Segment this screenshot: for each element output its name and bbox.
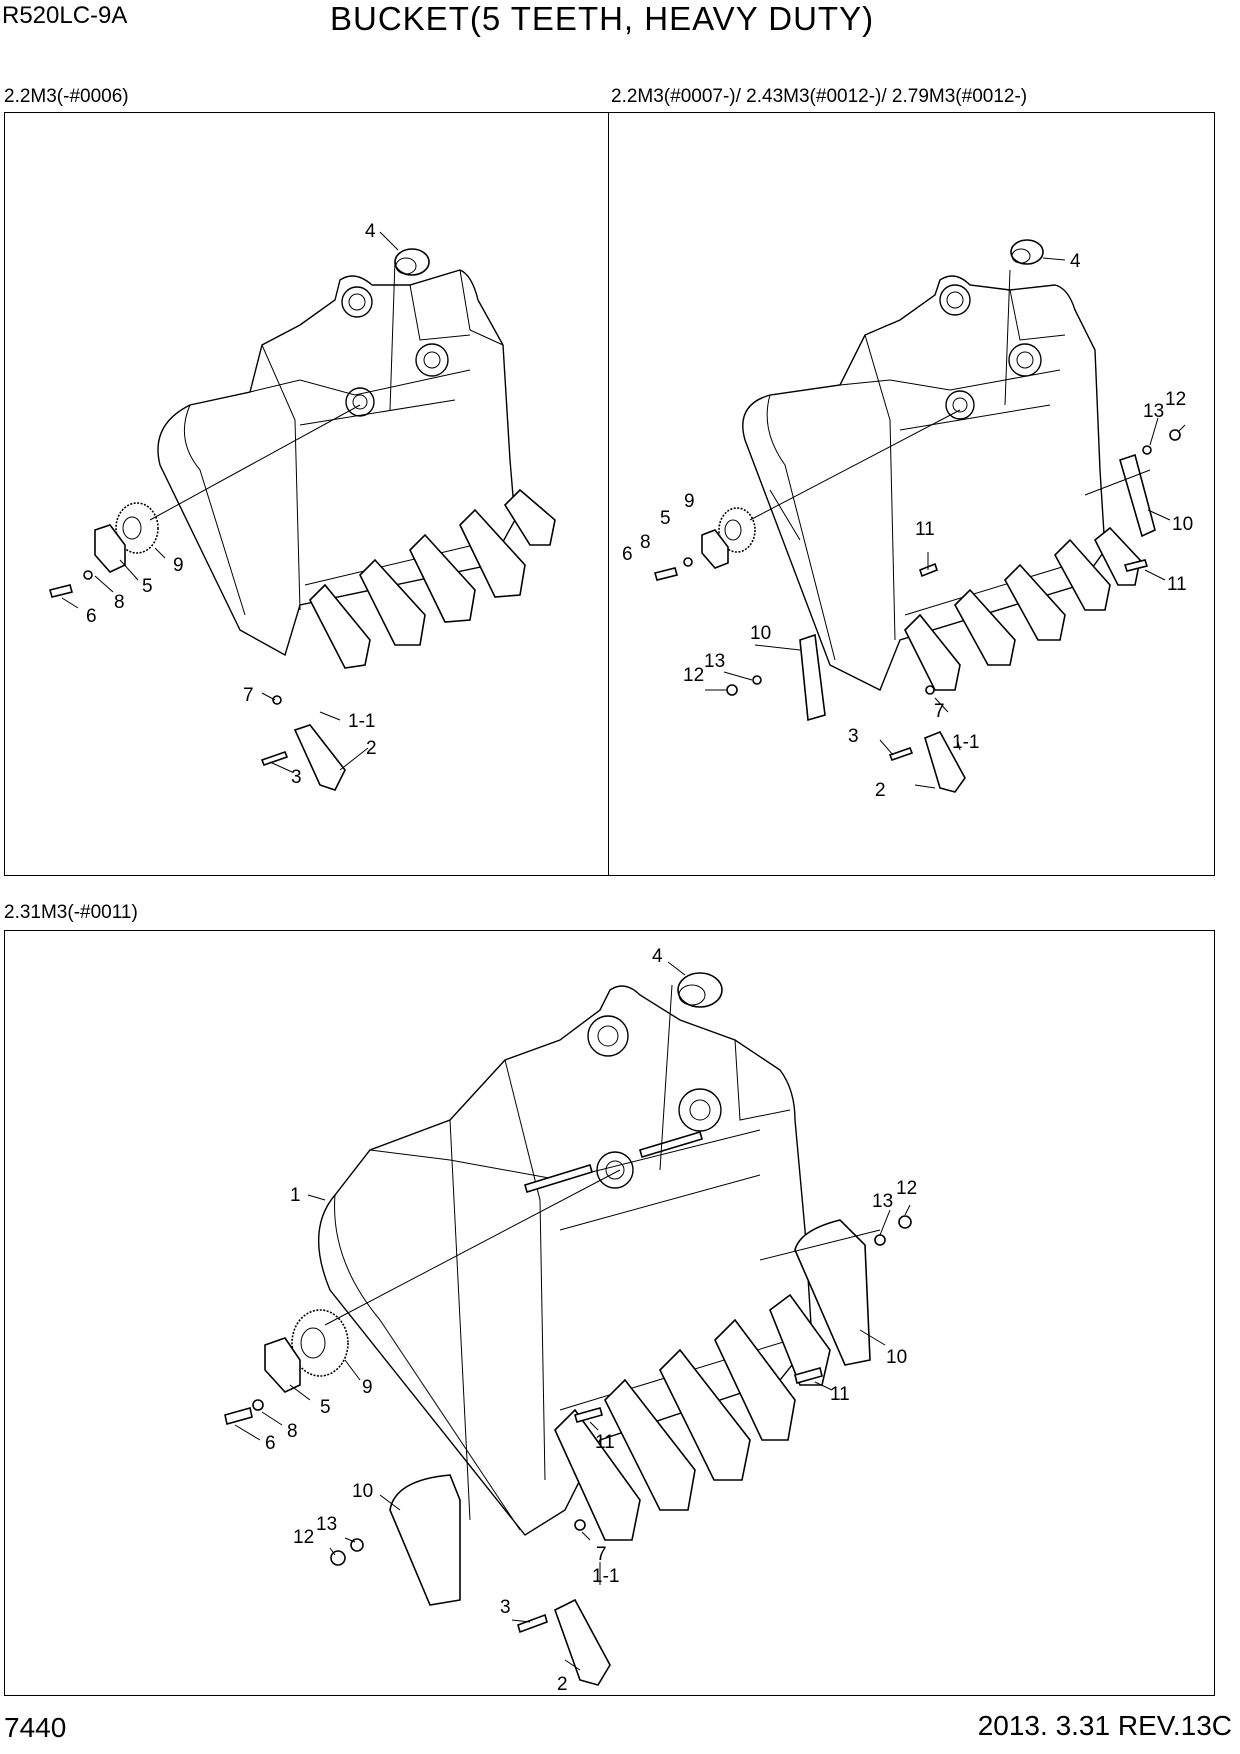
bucket-drawing-top-left — [49, 231, 556, 791]
callout-4: 4 — [652, 946, 663, 967]
panel-caption-top-right: 2.2M3(#0007-)/ 2.43M3(#0012-)/ 2.79M3(#0… — [611, 86, 1028, 107]
callout-8: 8 — [640, 532, 651, 553]
callout-1: 1 — [290, 1185, 301, 1206]
callout-3: 3 — [291, 767, 302, 788]
callout-7: 7 — [243, 685, 254, 706]
callout-11: 11 — [915, 519, 935, 540]
callout-5: 5 — [660, 508, 671, 529]
side-cutter-bottom-right — [794, 1219, 871, 1366]
boss-ring-top-right — [718, 507, 756, 553]
side-cutter-bottom-left — [389, 1474, 461, 1606]
callout-7: 7 — [934, 701, 945, 722]
callout-10: 10 — [886, 1347, 907, 1368]
callout-2: 2 — [875, 780, 886, 801]
teeth-top-left — [309, 488, 556, 669]
callout-4: 4 — [1070, 251, 1081, 272]
side-cutter-top-right-left — [799, 633, 826, 722]
teeth-top-right — [904, 526, 1141, 691]
shim-plate-top-right — [701, 529, 729, 569]
callout-4: 4 — [365, 221, 376, 242]
callout-9: 9 — [362, 1377, 373, 1398]
callout-5: 5 — [320, 1397, 331, 1418]
callout-12: 12 — [896, 1178, 917, 1199]
tooth-point-top-left — [293, 724, 346, 791]
callout-6: 6 — [622, 544, 633, 565]
callout-8: 8 — [287, 1421, 298, 1442]
callout-1-1: 1-1 — [952, 732, 979, 753]
tooth-point-bottom — [554, 1598, 611, 1686]
callout-2: 2 — [557, 1674, 568, 1695]
teeth-bottom — [554, 1293, 831, 1541]
callouts-bottom: 4 1 13 12 9 5 8 6 10 11 11 10 12 13 7 1-… — [265, 946, 917, 1695]
tooth-point-top-right — [924, 730, 966, 793]
callout-5: 5 — [142, 576, 153, 597]
side-cutter-top-right-right — [1119, 453, 1156, 538]
callouts-top-right: 4 13 12 9 5 8 6 10 11 11 10 13 12 7 3 1-… — [622, 251, 1193, 801]
callout-13: 13 — [704, 651, 725, 672]
panel-frame-bottom — [4, 930, 1215, 1696]
callout-9: 9 — [173, 555, 184, 576]
callout-6: 6 — [86, 606, 97, 627]
callout-13: 13 — [872, 1191, 893, 1212]
callout-8: 8 — [114, 592, 125, 613]
callout-12: 12 — [293, 1527, 314, 1548]
model-number: R520LC-9A — [2, 2, 128, 29]
bucket-drawing-top-right — [654, 239, 1186, 793]
callout-3: 3 — [848, 726, 859, 747]
callout-12: 12 — [1165, 389, 1186, 410]
callout-11: 11 — [830, 1384, 850, 1405]
callout-7: 7 — [596, 1544, 607, 1565]
callout-11: 11 — [595, 1432, 615, 1453]
shim-plate-bottom — [264, 1337, 301, 1393]
callout-11: 11 — [1167, 574, 1187, 595]
page-number: 7440 — [4, 1712, 67, 1743]
callout-3: 3 — [500, 1597, 511, 1618]
callout-9: 9 — [684, 491, 695, 512]
panel-caption-top-left: 2.2M3(-#0006) — [4, 86, 129, 107]
callout-13: 13 — [316, 1514, 337, 1535]
boss-ring-top-left — [115, 502, 159, 554]
callout-1-1: 1-1 — [592, 1566, 619, 1587]
page-title: BUCKET(5 TEETH, HEAVY DUTY) — [330, 0, 875, 37]
callouts-top-left: 4 9 5 8 6 7 1-1 2 3 — [86, 221, 377, 788]
panel-caption-bottom: 2.31M3(-#0011) — [4, 902, 138, 923]
callout-10: 10 — [1172, 514, 1193, 535]
revision-date: 2013. 3.31 REV.13C — [977, 1710, 1232, 1741]
callout-10: 10 — [352, 1481, 373, 1502]
bucket-drawing-bottom — [224, 961, 912, 1686]
panel-frame-top-right — [608, 112, 1215, 876]
boss-ring-bottom — [291, 1309, 349, 1377]
callout-1-1: 1-1 — [348, 711, 375, 732]
callout-2: 2 — [366, 738, 377, 759]
callout-6: 6 — [265, 1433, 276, 1454]
callout-10: 10 — [750, 623, 771, 644]
callout-13: 13 — [1143, 401, 1164, 422]
callout-12: 12 — [683, 665, 704, 686]
